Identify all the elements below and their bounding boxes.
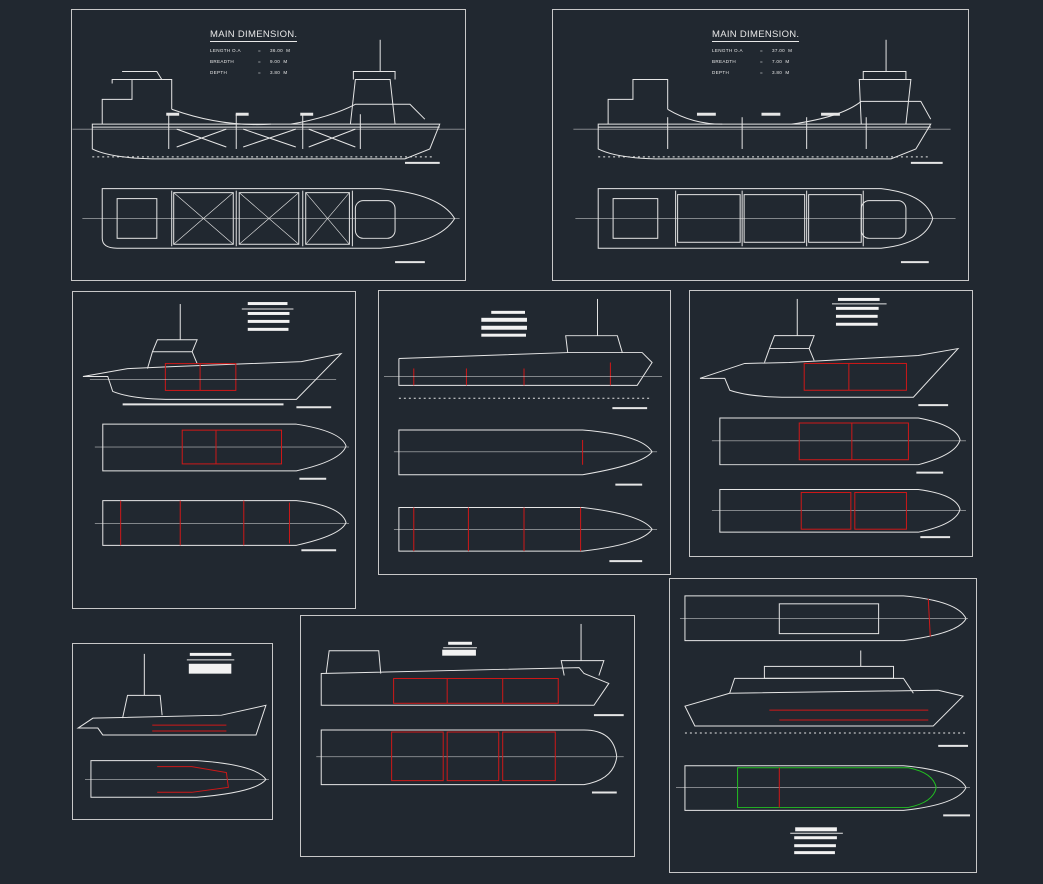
main-dimension-title: MAIN DIMENSION.: [712, 29, 800, 42]
profile-view: [684, 650, 969, 747]
dimension-row-length: LENGTH O.A=37.00 M: [712, 48, 793, 53]
title-block: [831, 297, 887, 326]
profile-view: [72, 39, 465, 164]
drawing-sheet-cargo-37m[interactable]: MAIN DIMENSION. LENGTH O.A=37.00 M BREAD…: [552, 9, 969, 281]
drawing-sheet-supply-tug[interactable]: [378, 290, 671, 575]
ship-drawing-fishing-vessel-a: [82, 302, 350, 552]
hold-plan-view: [94, 500, 350, 552]
profile-view: [76, 653, 267, 736]
dimension-row-breadth: BREADTH=9.00 M: [210, 59, 288, 64]
profile-view: [82, 304, 343, 409]
deck-plan-view: [679, 595, 969, 642]
dimension-row-length: LENGTH O.A=36.00 M: [210, 48, 291, 53]
ship-drawing-fishing-vessel-b: [699, 297, 966, 539]
profile-view: [383, 298, 663, 410]
profile-view: [699, 298, 960, 407]
deck-plan-view: [711, 417, 966, 474]
profile-view: [573, 39, 951, 164]
drawing-sheet-passenger-ferry[interactable]: [669, 578, 977, 873]
dimension-row-depth: DEPTH=3.80 M: [210, 70, 288, 75]
deck-plan-view: [393, 429, 658, 486]
drawing-sheet-landing-craft[interactable]: [300, 615, 635, 857]
main-dimension-title: MAIN DIMENSION.: [210, 29, 298, 42]
drawing-sheet-fishing-vessel-a[interactable]: [72, 291, 356, 609]
ship-drawing-cargo-37m: [573, 39, 956, 264]
deck-plan-view: [575, 188, 956, 264]
main-dimension-block: MAIN DIMENSION. LENGTH O.A=37.00 M BREAD…: [712, 24, 800, 75]
ship-drawing-cargo-36m: [72, 39, 465, 264]
title-block: [790, 827, 843, 855]
deck-plan-view: [82, 188, 460, 264]
ship-drawing-landing-craft: [316, 623, 624, 794]
title-block: [442, 641, 477, 656]
dimension-row-depth: DEPTH=3.80 M: [712, 70, 790, 75]
deck-plan-view: [94, 423, 350, 480]
hold-plan-view: [393, 506, 658, 563]
ship-drawing-small-fishing-boat: [76, 652, 269, 798]
drawing-sheet-cargo-36m[interactable]: MAIN DIMENSION. LENGTH O.A=36.00 M BREAD…: [71, 9, 466, 281]
title-block: [481, 310, 527, 337]
title-block: [186, 652, 235, 674]
ship-drawing-supply-tug: [383, 298, 663, 563]
drawing-sheet-small-fishing-boat[interactable]: [72, 643, 273, 820]
dimension-row-breadth: BREADTH=7.00 M: [712, 59, 790, 64]
title-block: [241, 302, 294, 331]
hold-plan-view: [711, 489, 966, 539]
ship-drawing-passenger-ferry: [676, 595, 970, 855]
main-dimension-block: MAIN DIMENSION. LENGTH O.A=36.00 M BREAD…: [210, 24, 298, 75]
tank-plan-view: [676, 765, 970, 817]
deck-plan-view: [85, 760, 269, 798]
deck-plan-view: [316, 729, 624, 794]
drawing-sheet-fishing-vessel-b[interactable]: [689, 290, 973, 557]
profile-view: [320, 623, 624, 717]
